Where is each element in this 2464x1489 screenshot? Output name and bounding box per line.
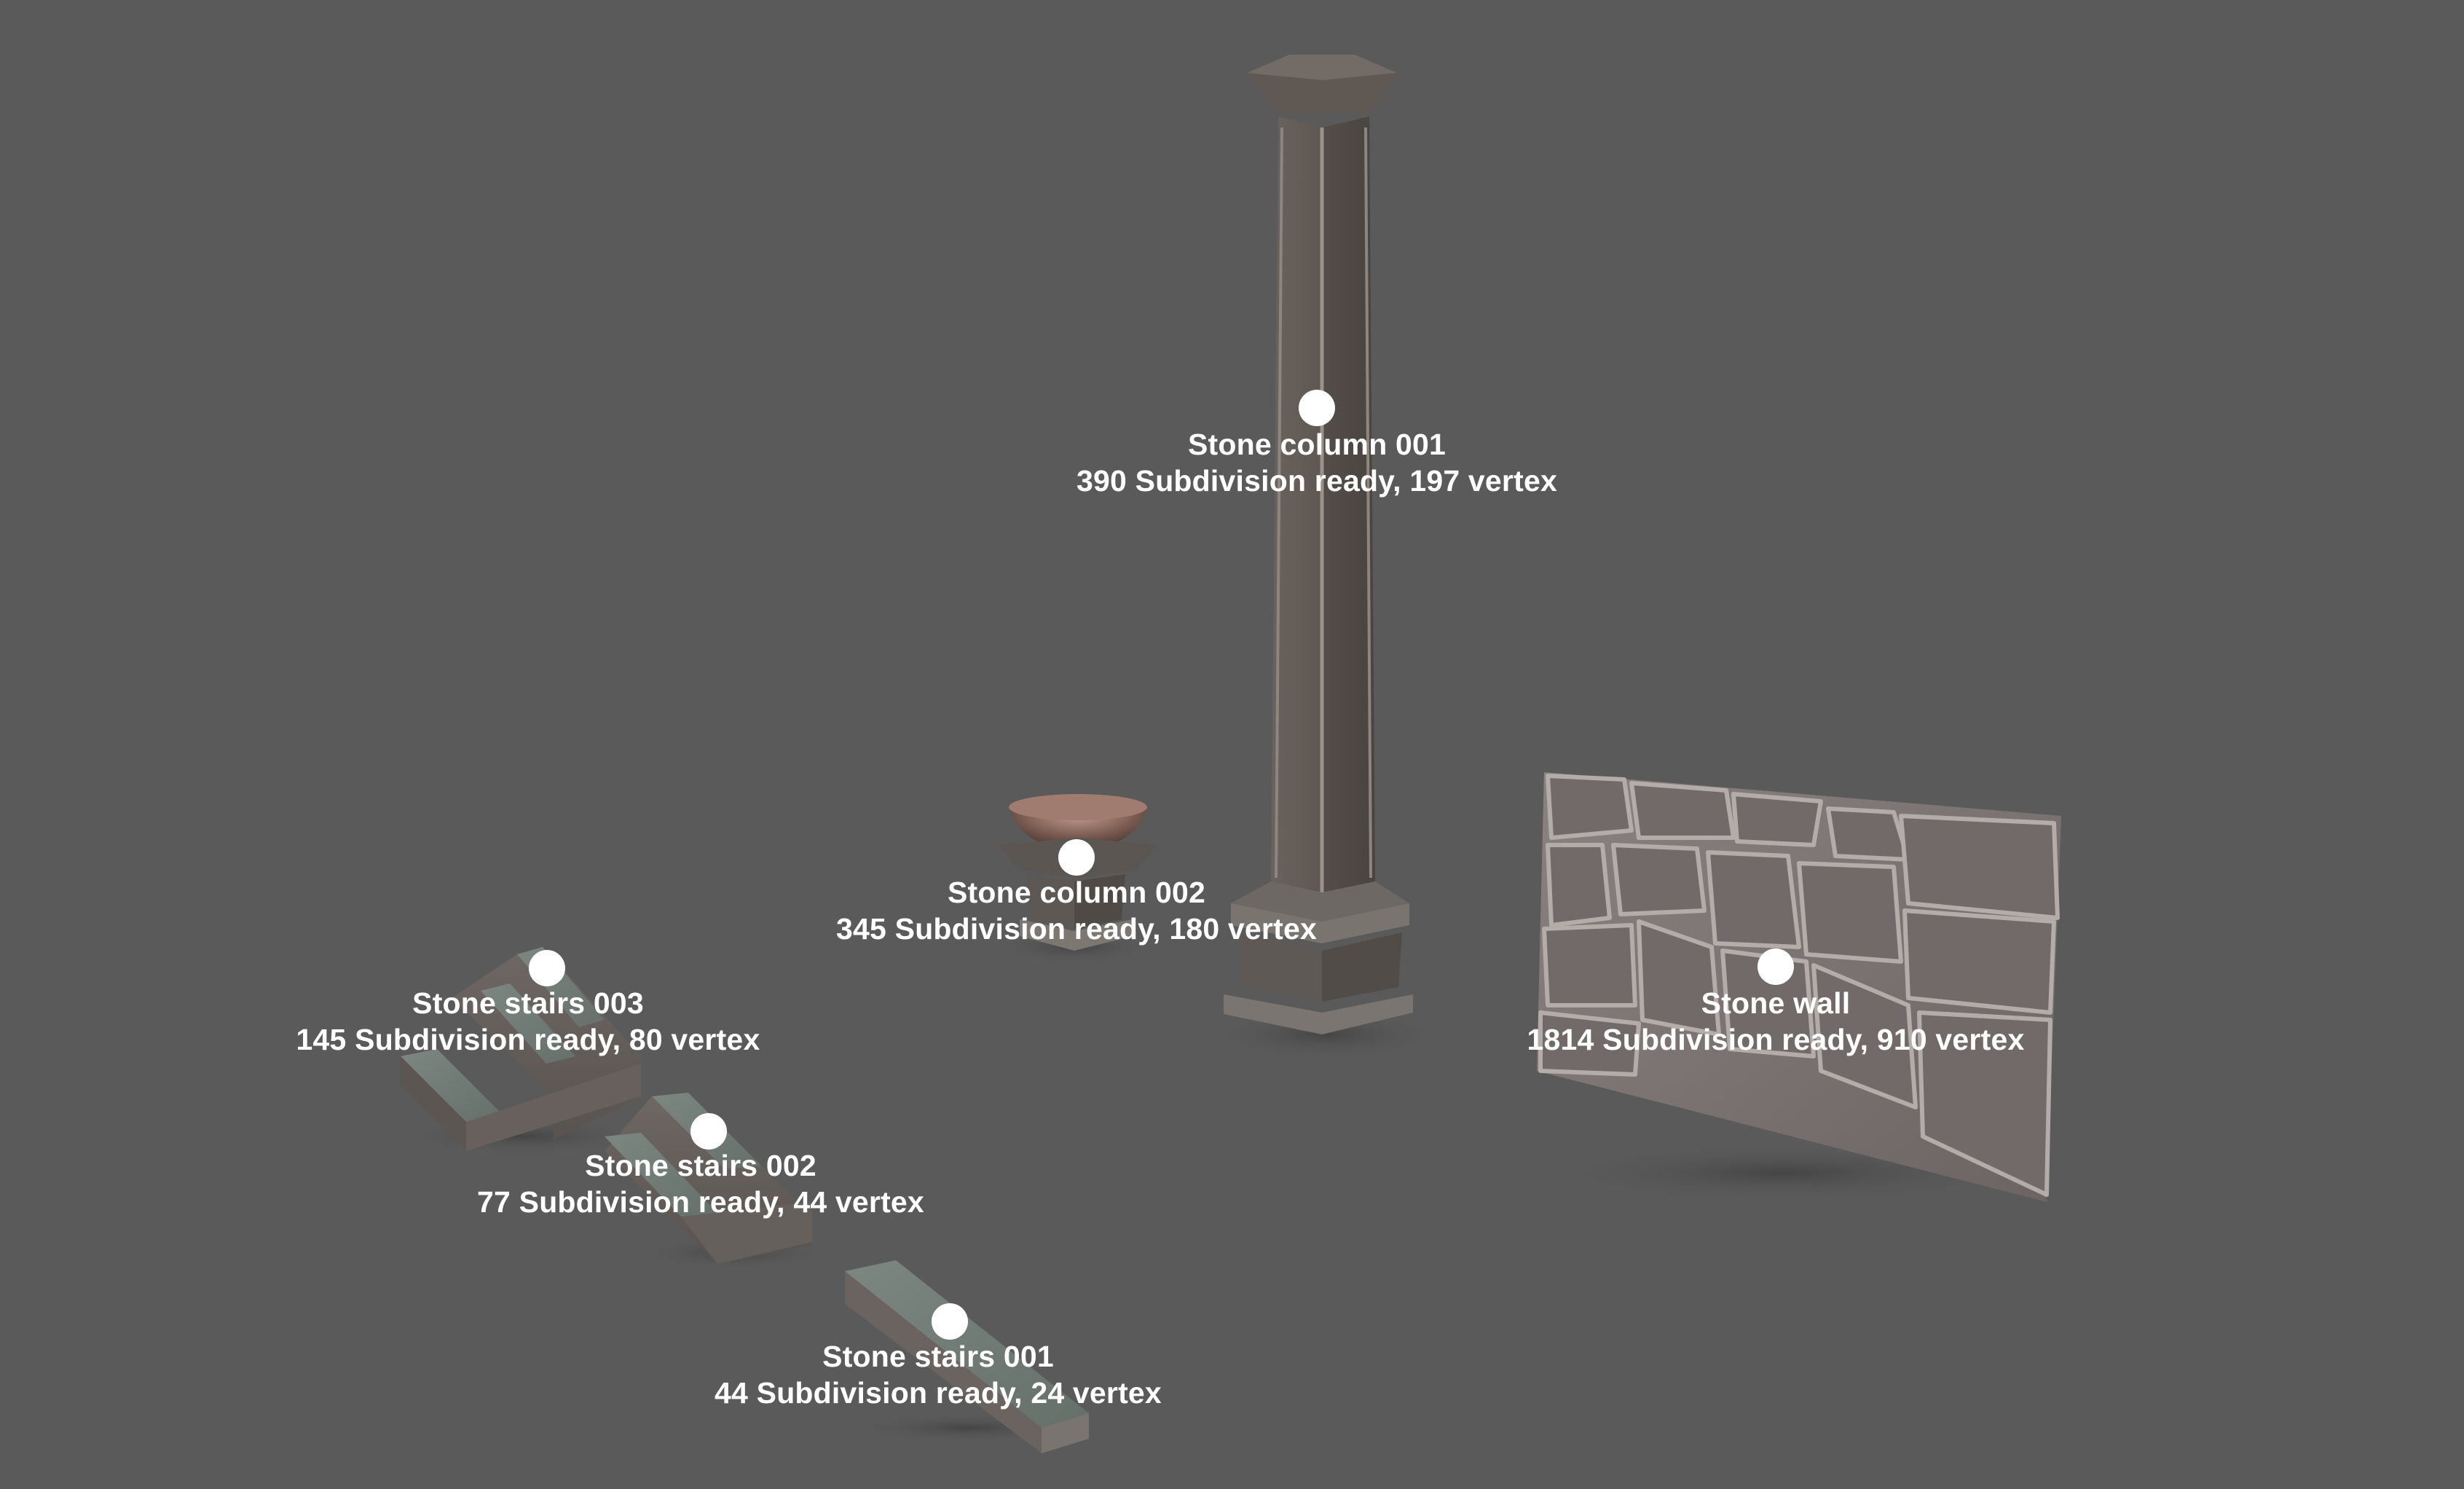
asset-name: Stone column 001	[1187, 428, 1446, 461]
stone-stairs-001-model	[845, 1260, 1089, 1453]
stone-wall-label: Stone wall 1814 Subdivision ready, 910 v…	[1527, 985, 2025, 1058]
asset-name: Stone column 002	[947, 876, 1206, 909]
asset-stats: 1814 Subdivision ready, 910 vertex	[1527, 1023, 2025, 1056]
stone-column-001-marker[interactable]	[1299, 390, 1335, 426]
asset-name: Stone stairs 003	[412, 986, 644, 1020]
stone-column-002-label: Stone column 002 345 Subdivision ready, …	[836, 874, 1317, 947]
stone-wall-marker[interactable]	[1758, 948, 1794, 985]
asset-stats: 44 Subdivision ready, 24 vertex	[715, 1376, 1162, 1410]
stone-stairs-001-marker[interactable]	[932, 1303, 968, 1340]
stone-stairs-003-label: Stone stairs 003 145 Subdivision ready, …	[296, 985, 760, 1058]
stone-wall-model	[1537, 772, 2061, 1202]
stone-stairs-002-model	[605, 1093, 830, 1269]
asset-stats: 390 Subdivision ready, 197 vertex	[1076, 464, 1557, 498]
stone-stairs-003-marker[interactable]	[529, 950, 565, 986]
asset-name: Stone wall	[1701, 986, 1851, 1020]
stone-stairs-002-marker[interactable]	[690, 1113, 727, 1150]
stone-column-002-model	[994, 794, 1158, 963]
stone-stairs-002-label: Stone stairs 002 77 Subdivision ready, 4…	[477, 1147, 924, 1220]
asset-stats: 77 Subdivision ready, 44 vertex	[477, 1185, 924, 1219]
asset-stats: 345 Subdivision ready, 180 vertex	[836, 912, 1317, 946]
stone-stairs-003-model	[401, 947, 648, 1155]
asset-name: Stone stairs 001	[822, 1340, 1054, 1373]
stone-column-001-model	[1209, 55, 1442, 1060]
stone-column-002-marker[interactable]	[1058, 839, 1095, 876]
stone-column-001-label: Stone column 001 390 Subdivision ready, …	[1076, 426, 1557, 499]
asset-name: Stone stairs 002	[585, 1149, 816, 1182]
asset-stats: 145 Subdivision ready, 80 vertex	[296, 1023, 760, 1056]
stone-stairs-001-label: Stone stairs 001 44 Subdivision ready, 2…	[715, 1338, 1162, 1411]
